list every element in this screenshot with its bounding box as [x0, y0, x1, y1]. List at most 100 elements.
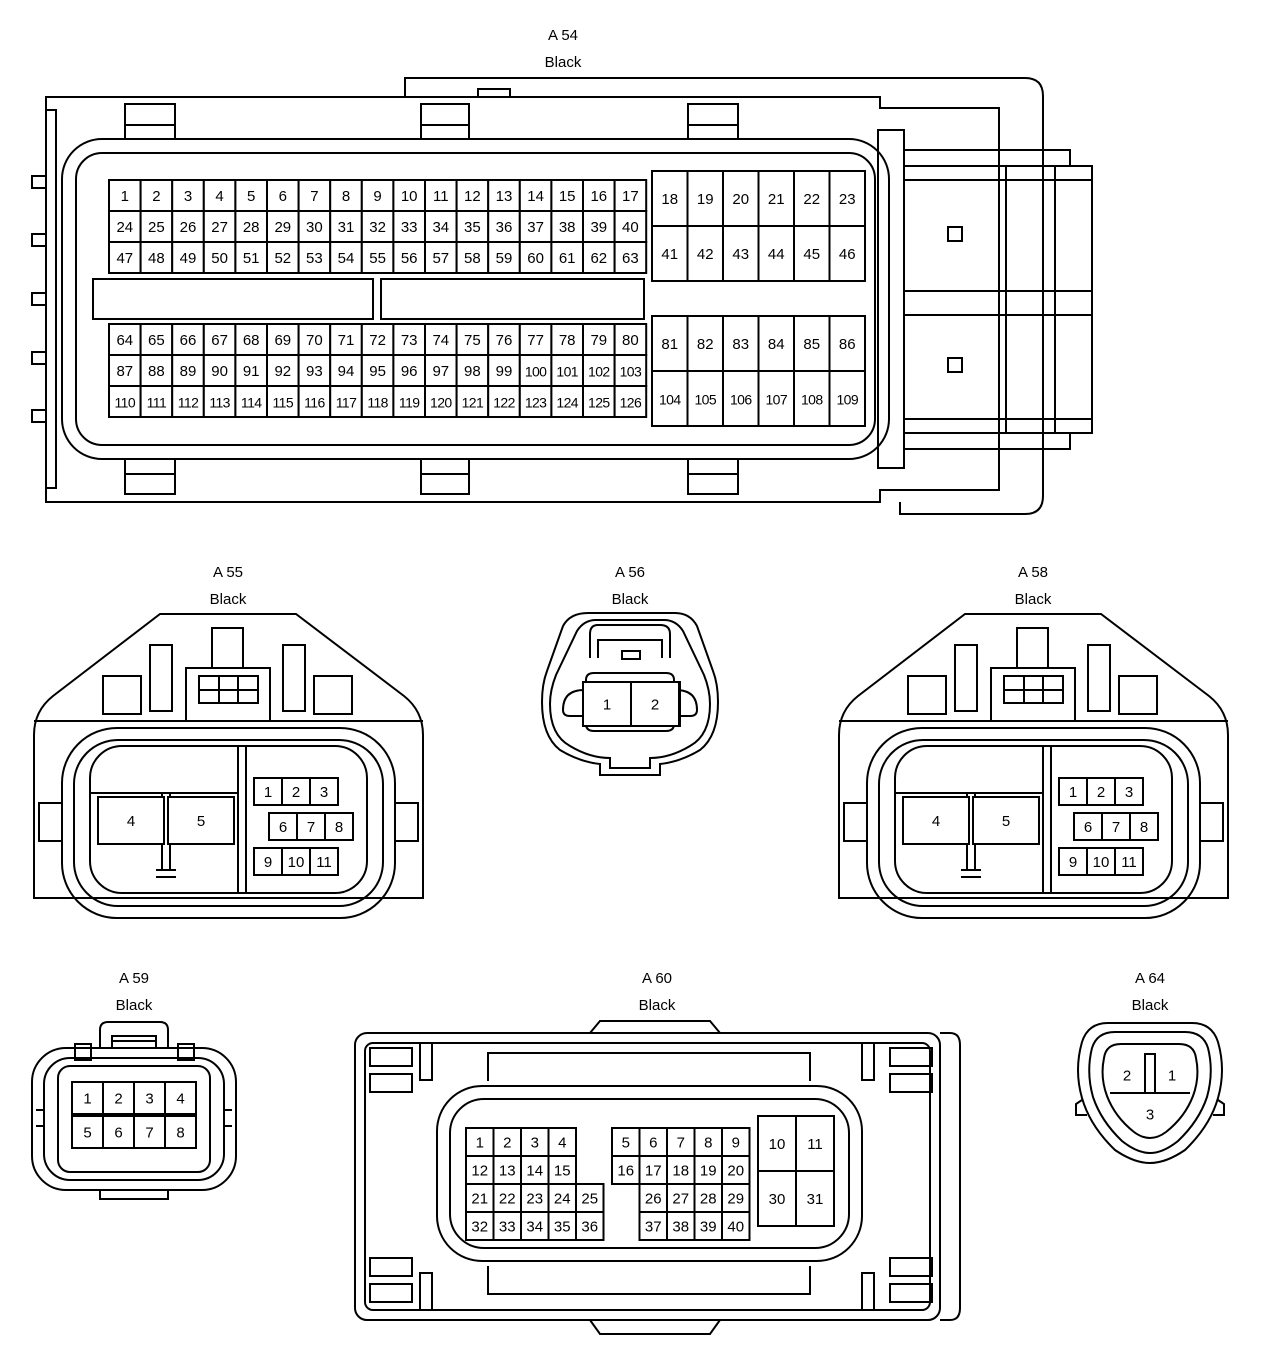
a54-pin-60: 60 [527, 250, 544, 267]
a54-pin-28: 28 [243, 219, 260, 236]
a54-pin-27: 27 [211, 219, 228, 236]
a54-pin-109: 109 [836, 392, 858, 408]
a55-pin-10: 10 [288, 854, 305, 871]
a58-pin-cell [1114, 777, 1144, 806]
connector-a54-id: A 54 [548, 27, 578, 44]
a54-pin-99: 99 [496, 363, 513, 380]
a54-pin-cell [518, 385, 553, 418]
a54-pin-86: 86 [839, 336, 856, 353]
connector-a58-id: A 58 [1018, 564, 1048, 581]
a54-pin-cell [757, 170, 795, 227]
a60-pin-cell [547, 1183, 577, 1213]
a60-pin-cell [465, 1155, 495, 1185]
a54-pin-34: 34 [432, 219, 449, 236]
a60-pin-27: 27 [672, 1191, 689, 1208]
a60-pin-19: 19 [700, 1163, 717, 1180]
a54-pin-83: 83 [732, 336, 749, 353]
a54-pin-46: 46 [839, 246, 856, 263]
a54-pin-cell [651, 370, 689, 427]
a54-pin-61: 61 [559, 250, 576, 267]
a59-pin-cell [102, 1115, 135, 1149]
a54-pin-cell [518, 323, 553, 356]
a60-pin-18: 18 [672, 1163, 689, 1180]
a54-pin-30: 30 [306, 219, 323, 236]
a60-pin-cell [547, 1127, 577, 1157]
a54-pin-66: 66 [180, 332, 197, 349]
a55-pin-cell [253, 847, 283, 876]
a54-pin-39: 39 [590, 219, 607, 236]
a54-pin-123: 123 [525, 395, 547, 411]
a54-pin-cell [582, 385, 616, 418]
a54-pin-108: 108 [801, 392, 823, 408]
a58-pin-cell [1101, 812, 1131, 841]
a54-pin-89: 89 [180, 363, 197, 380]
a59-pin-3: 3 [145, 1091, 153, 1108]
a60-pin-13: 13 [499, 1163, 516, 1180]
a59-pin-cell [164, 1081, 197, 1115]
connector-a55-id: A 55 [213, 564, 243, 581]
a60-pin-32: 32 [471, 1219, 488, 1236]
a60-pin-4: 4 [558, 1135, 566, 1152]
a54-pin-120: 120 [430, 395, 452, 411]
a60-pin-16: 16 [617, 1163, 634, 1180]
a54-pin-cell [613, 179, 648, 212]
a54-pin-cell [424, 385, 458, 418]
a60-pin-26: 26 [645, 1191, 662, 1208]
a54-pin-93: 93 [306, 363, 323, 380]
connector-a56-color: Black [612, 591, 649, 608]
a54-pin-cell [686, 225, 724, 282]
connector-a64-housing [1075, 1022, 1225, 1165]
a54-pin-55: 55 [369, 250, 386, 267]
a54-pin-119: 119 [399, 395, 420, 411]
a60-pin-25: 25 [581, 1191, 598, 1208]
a55-pin-cell [296, 812, 326, 841]
a58-pin-cell [902, 796, 970, 845]
a54-pin-72: 72 [369, 332, 386, 349]
a60-pin-12: 12 [471, 1163, 488, 1180]
a59-pin-cell [71, 1081, 104, 1115]
a58-pin-8: 8 [1140, 819, 1148, 836]
a54-pin-40: 40 [622, 219, 639, 236]
a54-pin-cell [828, 170, 866, 227]
connector-a59-color: Black [116, 997, 153, 1014]
a54-pin-cell [108, 323, 142, 356]
connector-a58-color: Black [1015, 591, 1052, 608]
a54-pin-cell [455, 385, 490, 418]
a54-pin-53: 53 [306, 250, 323, 267]
a60-pin-14: 14 [526, 1163, 543, 1180]
a60-pin-cell [611, 1155, 641, 1185]
connector-a54-housing [31, 77, 1093, 515]
a54-pin-cell [392, 323, 426, 356]
a54-pin-cell [582, 210, 616, 243]
a54-pin-105: 105 [694, 392, 716, 408]
a60-pin-38: 38 [672, 1219, 689, 1236]
a60-pin-cell [611, 1127, 641, 1157]
a58-pin-7: 7 [1112, 819, 1120, 836]
a54-pin-117: 117 [336, 395, 357, 411]
a60-pin-9: 9 [732, 1135, 740, 1152]
a54-pin-cell [757, 370, 795, 427]
a60-pin-8: 8 [704, 1135, 712, 1152]
a54-pin-4: 4 [215, 188, 223, 205]
a54-pin-cell [139, 241, 174, 274]
a54-pin-11: 11 [433, 188, 449, 205]
a59-pin-cell [133, 1115, 166, 1149]
a54-pin-110: 110 [115, 395, 136, 411]
a58-pin-cell [1114, 847, 1144, 876]
a54-pin-35: 35 [464, 219, 481, 236]
a54-pin-cell [108, 241, 142, 274]
a54-pin-5: 5 [247, 188, 255, 205]
a59-pin-8: 8 [176, 1125, 184, 1142]
a64-pin-2: 2 [1123, 1068, 1131, 1085]
a54-pin-107: 107 [765, 392, 787, 408]
a58-pin-6: 6 [1084, 819, 1092, 836]
